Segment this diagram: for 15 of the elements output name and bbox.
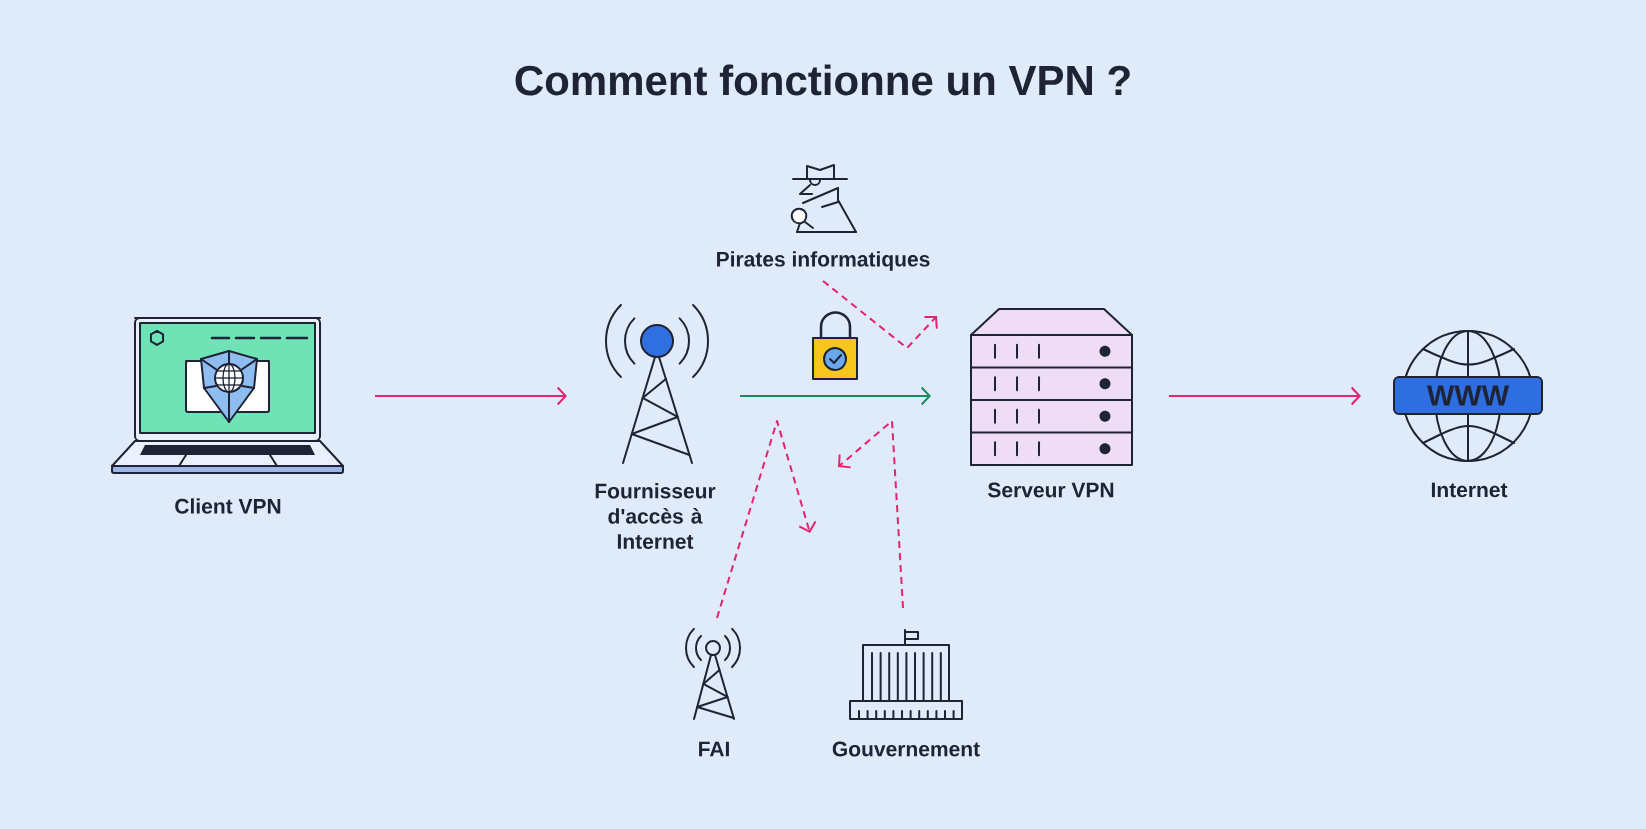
dashed-arrow (716, 420, 817, 619)
node-label: Internet (1431, 482, 1508, 498)
www-banner: WWW (1393, 376, 1543, 415)
arrow (374, 386, 567, 406)
arrow (1168, 386, 1361, 406)
dashed-arrow (838, 420, 904, 609)
title: Comment fonctionne un VPN ? (515, 64, 1130, 96)
node-label: Client VPN (175, 498, 281, 514)
node-label: Pirates informatiques (717, 251, 930, 271)
node-label: Fournisseur d'accès à Internet (595, 483, 716, 549)
node-label: Serveur VPN (988, 482, 1114, 498)
node-label: Gouvernement (832, 741, 980, 757)
node-label: FAI (699, 741, 729, 757)
dashed-arrow (822, 280, 938, 349)
arrow (739, 386, 931, 406)
